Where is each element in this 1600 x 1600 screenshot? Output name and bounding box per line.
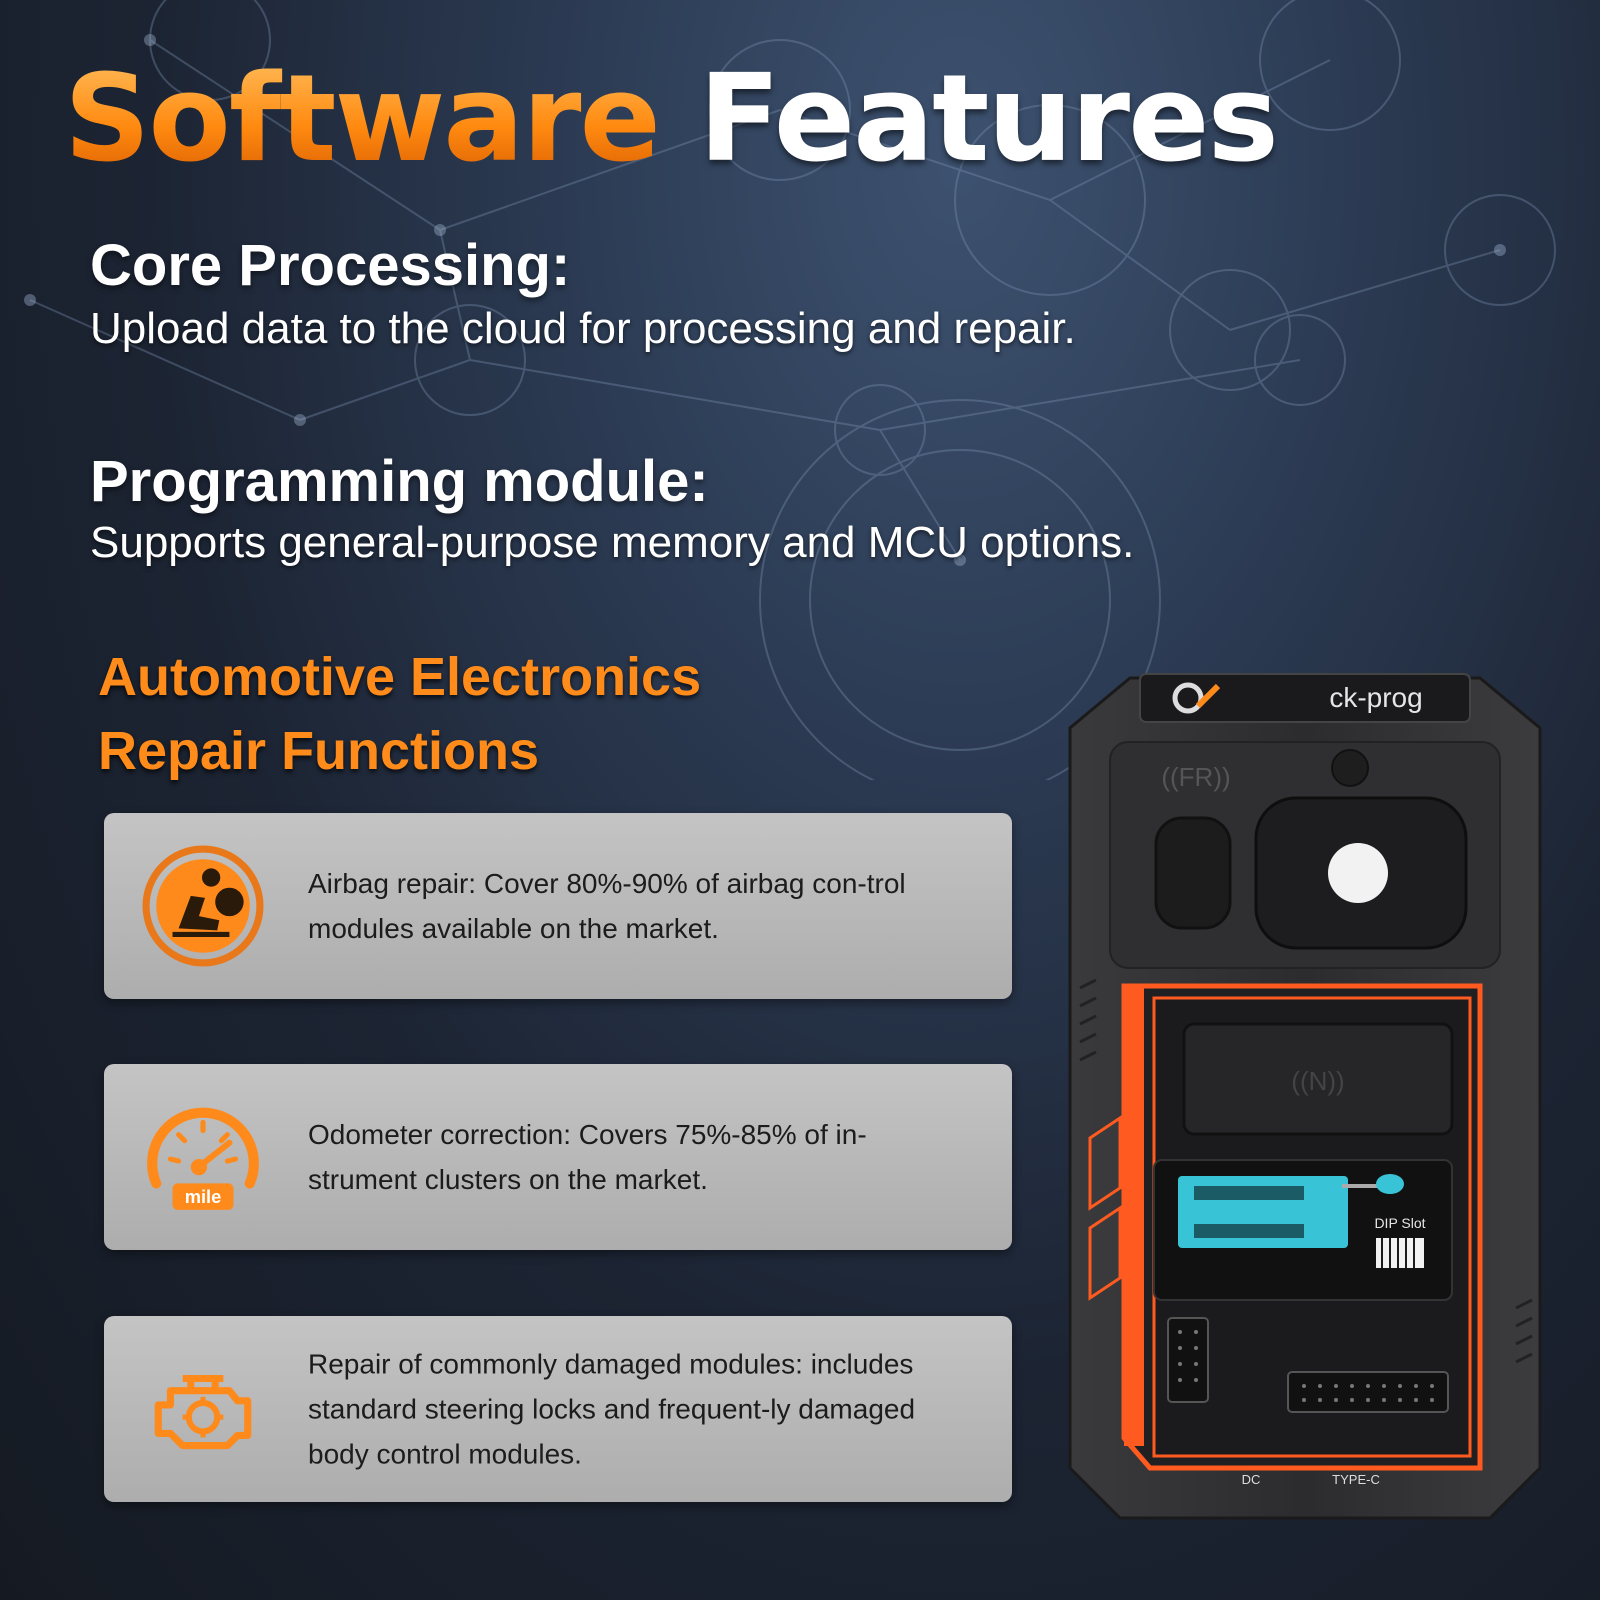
feature-card-odometer: mile Odometer correction: Covers 75%-85%… — [104, 1064, 1012, 1250]
dip-slot-label: DIP Slot — [1374, 1215, 1425, 1231]
feature-card-airbag-text: Airbag repair: Cover 80%-90% of airbag c… — [308, 868, 906, 944]
engine-gear-icon — [154, 1374, 252, 1450]
nfc-side-button — [1088, 1115, 1122, 1211]
automotive-heading: Automotive Electronics Repair Functions — [98, 640, 701, 788]
feature-card-odometer-text: Odometer correction: Covers 75%-85% of i… — [308, 1119, 867, 1195]
automotive-heading-line2: Repair Functions — [98, 721, 540, 781]
core-processing-heading: Core Processing: — [90, 233, 571, 298]
odometer-icon-label: mile — [185, 1186, 222, 1207]
network-background — [24, 0, 1556, 780]
odometer-icon: mile — [147, 1107, 259, 1210]
title-word-software: Software — [64, 50, 661, 189]
rfid-label: ((FR)) — [1161, 762, 1230, 792]
search-side-button — [1088, 1205, 1122, 1301]
dc-label: DC — [1242, 1472, 1261, 1487]
typec-label: TYPE-C — [1332, 1472, 1380, 1487]
automotive-heading-line1: Automotive Electronics — [98, 647, 702, 707]
page-title: Software Features — [64, 60, 1279, 180]
feature-card-airbag: Airbag repair: Cover 80%-90% of airbag c… — [104, 813, 1012, 999]
title-word-features: Features — [698, 50, 1279, 189]
brand-logo-icon — [1172, 682, 1204, 714]
device-brand: ck-prog — [1329, 682, 1422, 713]
ck-prog-device: ck-prog ((FR)) ((N)) DIP Slot — [1068, 673, 1542, 1520]
feature-card-modules-text: Repair of commonly damaged modules: incl… — [308, 1348, 916, 1470]
feature-card-modules: Repair of commonly damaged modules: incl… — [104, 1316, 1012, 1502]
programming-module-heading: Programming module: — [90, 449, 709, 514]
airbag-icon — [142, 845, 264, 967]
programming-module-text: Supports general-purpose memory and MCU … — [90, 518, 1135, 567]
nfc-label: ((N)) — [1291, 1066, 1344, 1096]
core-processing-text: Upload data to the cloud for processing … — [90, 304, 1076, 353]
